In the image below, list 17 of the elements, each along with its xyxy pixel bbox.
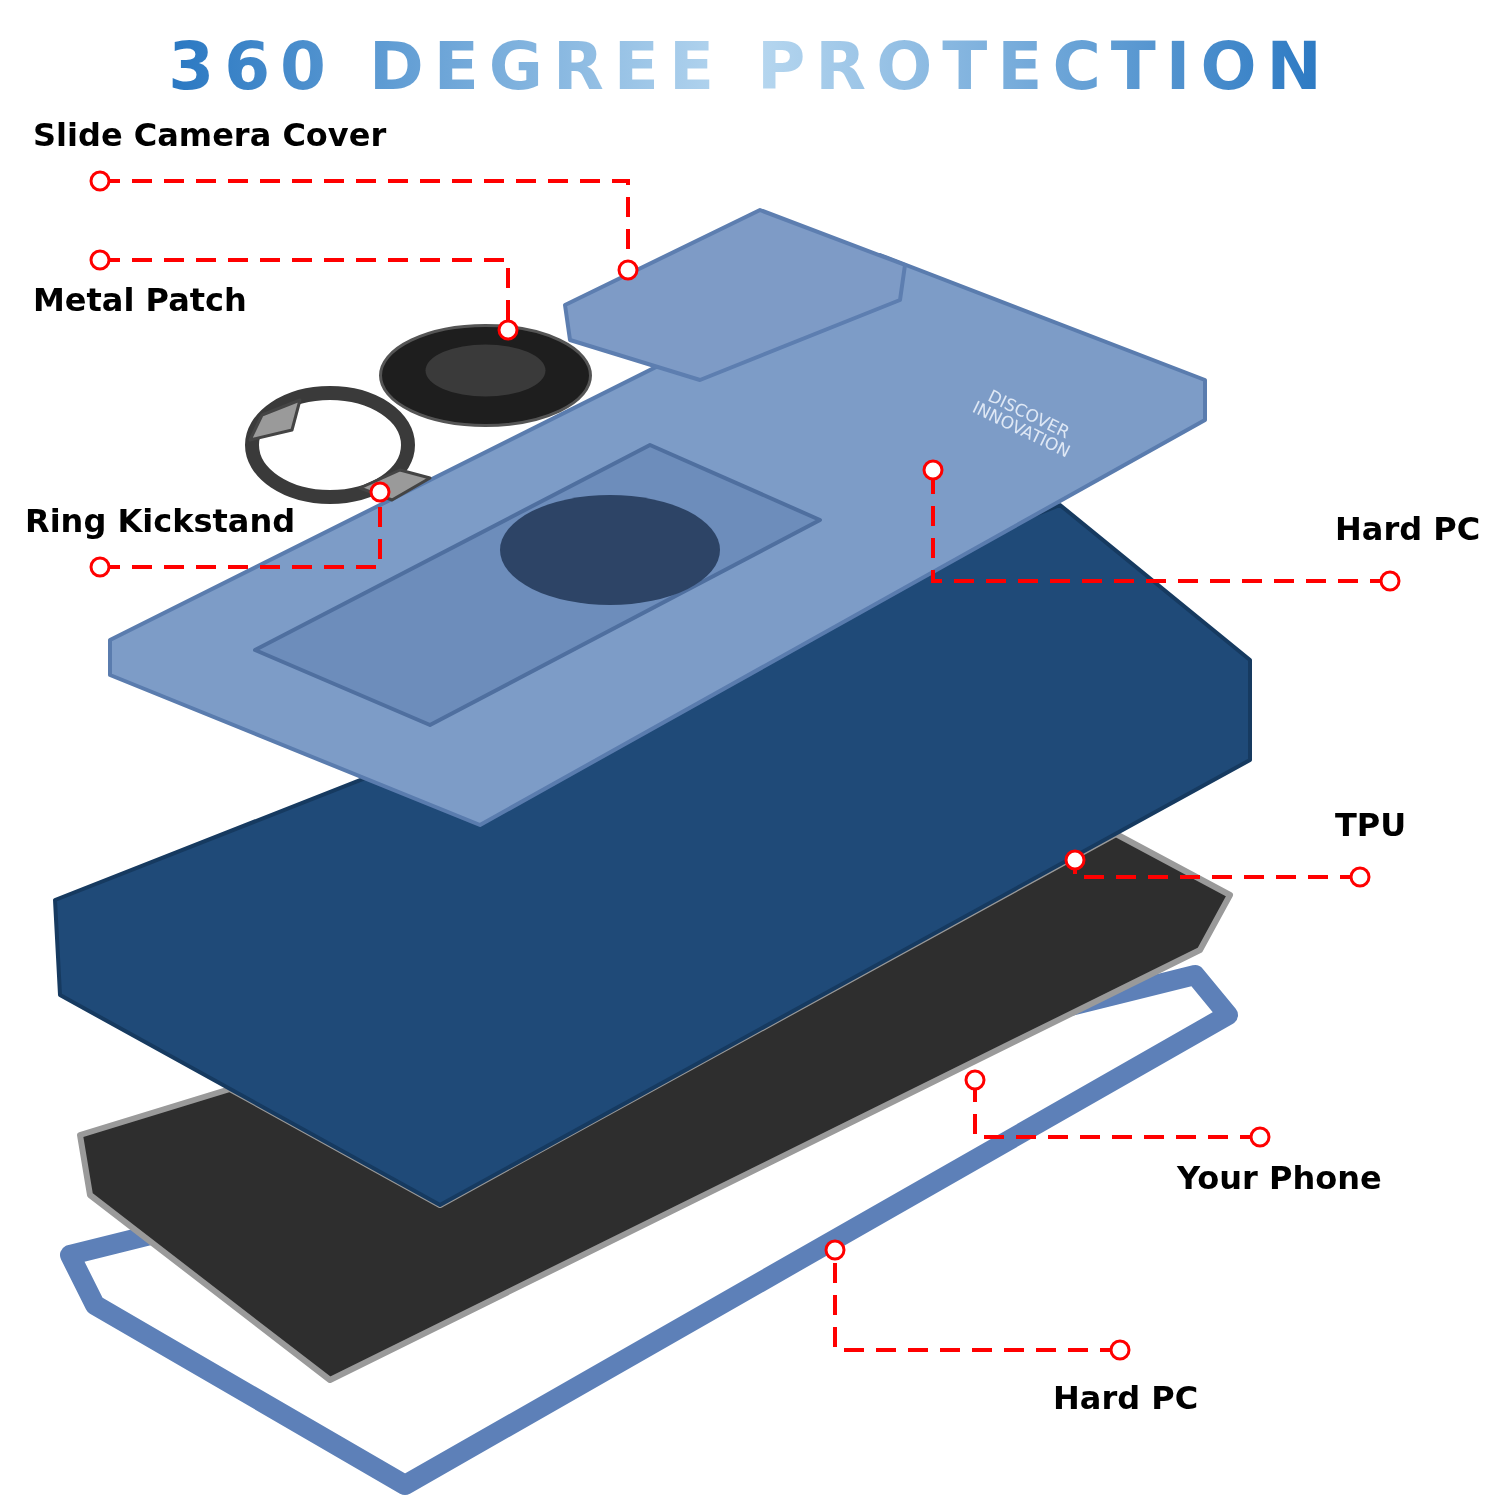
leader-line (89, 249, 519, 341)
camera-slider-drawing (563, 208, 907, 382)
part-label: Your Phone (1177, 1161, 1382, 1197)
part-label: TPU (1335, 808, 1407, 844)
leader-line (922, 459, 1401, 592)
leader-line (824, 1239, 1131, 1361)
part-label: Hard PC (1053, 1381, 1199, 1417)
part-label: Ring Kickstand (25, 504, 296, 540)
part-label: Slide Camera Cover (33, 118, 387, 154)
leader-line (1064, 849, 1371, 888)
part-label: Hard PC (1335, 512, 1481, 548)
leader-line (964, 1069, 1271, 1148)
part-label: Metal Patch (33, 283, 247, 319)
metal-patch-drawing (378, 323, 592, 427)
leader-line (89, 170, 639, 281)
leader-line (89, 481, 391, 578)
ring-kickstand-drawing (245, 386, 432, 504)
